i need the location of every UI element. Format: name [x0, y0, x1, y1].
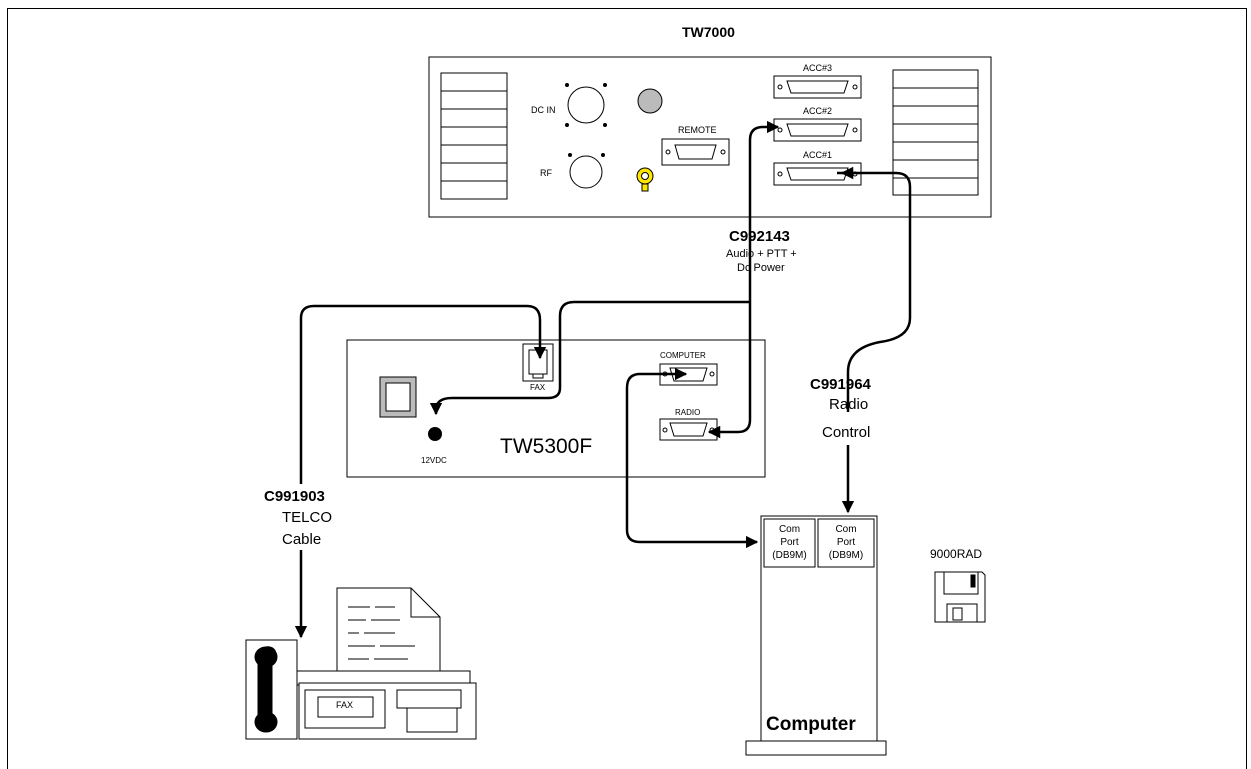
power-switch	[379, 376, 417, 418]
rf-connector	[568, 153, 605, 189]
cable-c991964-desc2: Control	[822, 424, 871, 441]
rf-label: RF	[540, 168, 552, 178]
grey-knob	[637, 88, 663, 114]
remote-label: REMOTE	[678, 125, 717, 135]
dc-in-connector	[565, 83, 607, 127]
cable-c992143-part: C992143	[729, 228, 790, 245]
tw7000-left-heatsink	[440, 72, 508, 200]
cable-computer-link	[625, 367, 759, 549]
fax-machine	[245, 587, 477, 740]
com-port-1-line3: (DB9M)	[772, 550, 807, 561]
com-port-1-line1: Com	[778, 524, 801, 535]
floppy-disk-icon	[934, 571, 986, 623]
cable-c991903-part: C991903	[264, 488, 325, 505]
fax-machine-label: FAX	[336, 700, 354, 710]
radio-port-label: RADIO	[675, 408, 701, 417]
com-port-2-line3: (DB9M)	[828, 550, 864, 561]
cable-c991903-desc2: Cable	[282, 531, 322, 548]
tw7000-right-heatsink	[892, 69, 979, 196]
com-port-1-line2: Port	[780, 537, 799, 548]
acc3-connector	[773, 75, 862, 99]
tw7000-title: TW7000	[682, 24, 735, 40]
acc1-label: ACC#1	[803, 150, 833, 160]
cable-c992143-desc2: Dc Power	[737, 262, 785, 274]
key-icon	[636, 167, 654, 192]
fax-port-label: FAX	[530, 383, 546, 392]
cable-c991964	[837, 166, 912, 514]
cable-c991903	[294, 304, 547, 639]
com-port-1-label: Com Port (DB9M)	[764, 523, 815, 562]
cable-c991964-part: C991964	[810, 376, 871, 393]
com-port-2-line2: Port	[836, 537, 856, 548]
acc3-label: ACC#3	[803, 63, 833, 73]
com-port-2-label: Com Port (DB9M)	[818, 523, 874, 562]
page-frame	[7, 8, 1247, 769]
power-jack-label: 12VDC	[421, 456, 447, 465]
tw5300f-title: TW5300F	[500, 435, 593, 458]
computer-title: Computer	[766, 714, 856, 735]
tw7000-radio	[428, 56, 992, 218]
com-port-2-line1: Com	[835, 524, 857, 535]
dc-in-label: DC IN	[531, 105, 556, 115]
dc-power-jack	[428, 427, 442, 441]
cable-c992143-desc1: Audio + PTT +	[726, 248, 797, 260]
cable-c991903-desc1: TELCO	[282, 509, 333, 526]
acc2-label: ACC#2	[803, 106, 833, 116]
cable-c991964-desc1: Radio	[829, 396, 869, 413]
computer-port-label: COMPUTER	[660, 351, 706, 360]
computer-tower	[745, 515, 887, 756]
floppy-label: 9000RAD	[930, 547, 983, 561]
